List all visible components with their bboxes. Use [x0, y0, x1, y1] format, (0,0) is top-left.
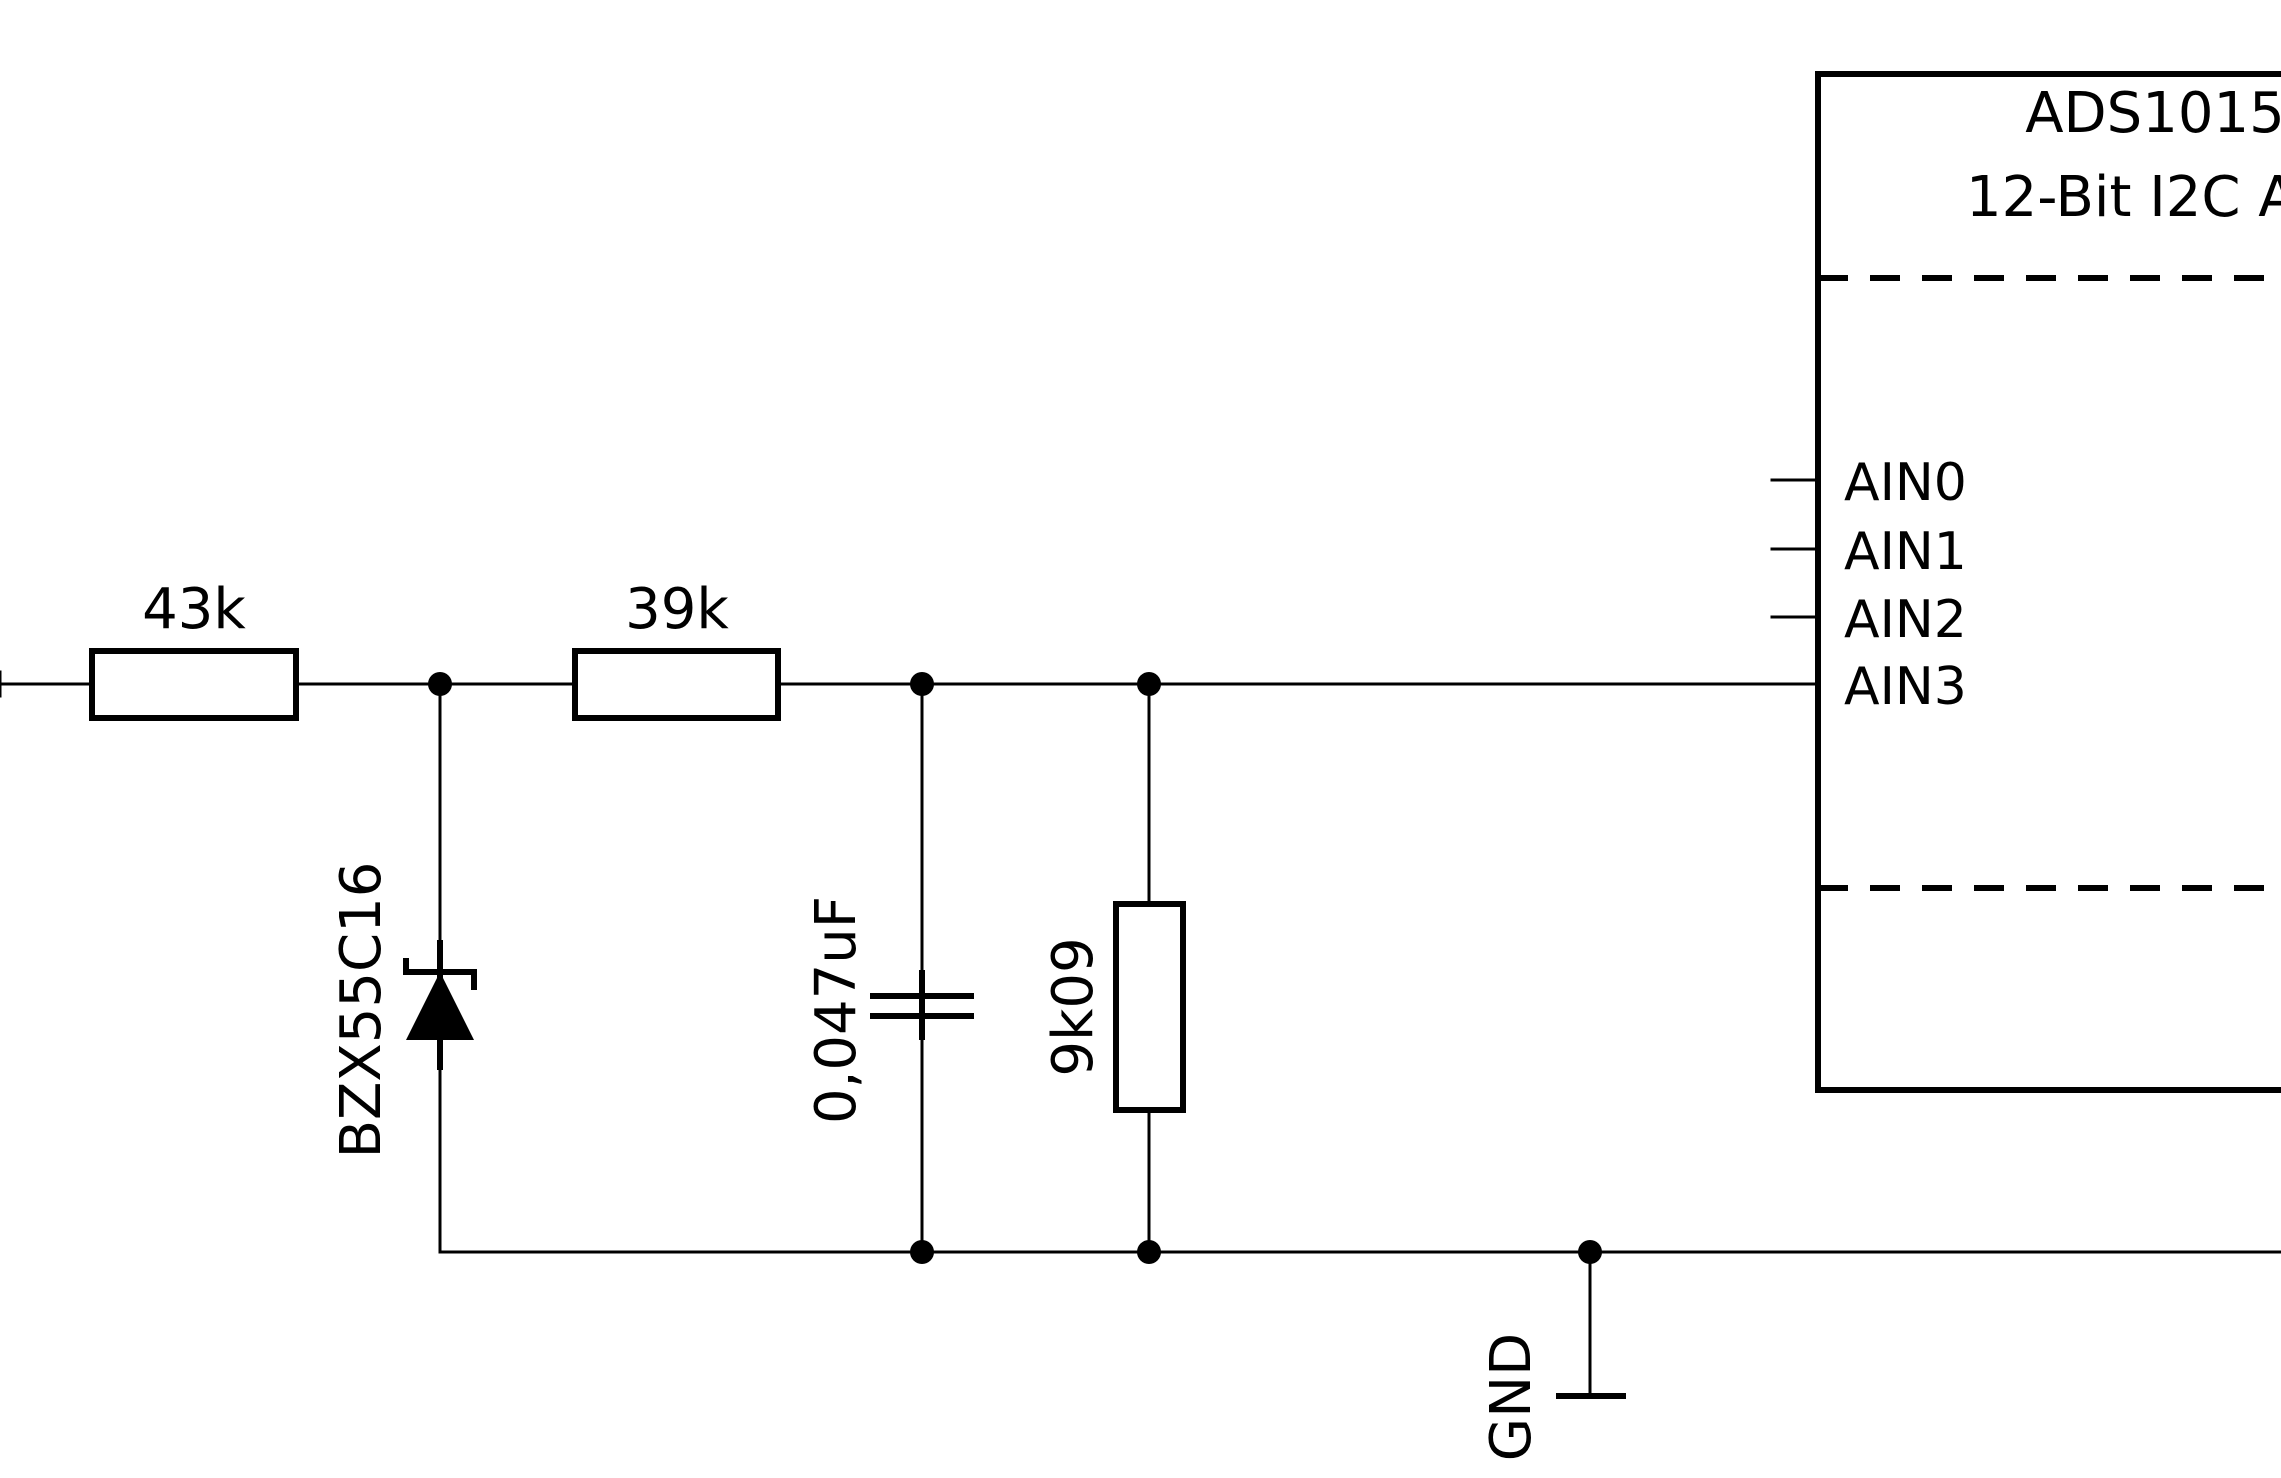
resistor-r3: [1113, 901, 1186, 1113]
pin-ain0-label: AIN0: [1844, 453, 1967, 513]
ic-body: [1815, 71, 2281, 1093]
resistor-r2: [572, 648, 781, 721]
r3-label: 9k09: [1041, 937, 1106, 1076]
ic-subtitle: 12-Bit I2C A: [1966, 165, 2281, 230]
r2-label: 39k: [625, 577, 729, 642]
ic-title: ADS1015: [2025, 81, 2281, 146]
pin-ain2-label: AIN2: [1844, 590, 1967, 650]
r1-label: 43k: [142, 577, 246, 642]
zener-diode-symbol: [406, 972, 474, 1040]
resistor-r1: [89, 648, 299, 721]
pin-ain1-label: AIN1: [1844, 522, 1967, 582]
zener-label: BZX55C16: [329, 862, 394, 1159]
junction-dot: [910, 1240, 934, 1264]
junction-dot: [1137, 1240, 1161, 1264]
zener-cathode-bar: [403, 958, 477, 990]
gnd-label: GND: [1479, 1333, 1544, 1461]
pin-ain3-label: AIN3: [1844, 657, 1967, 717]
cap-label: 0,047uF: [804, 896, 869, 1124]
